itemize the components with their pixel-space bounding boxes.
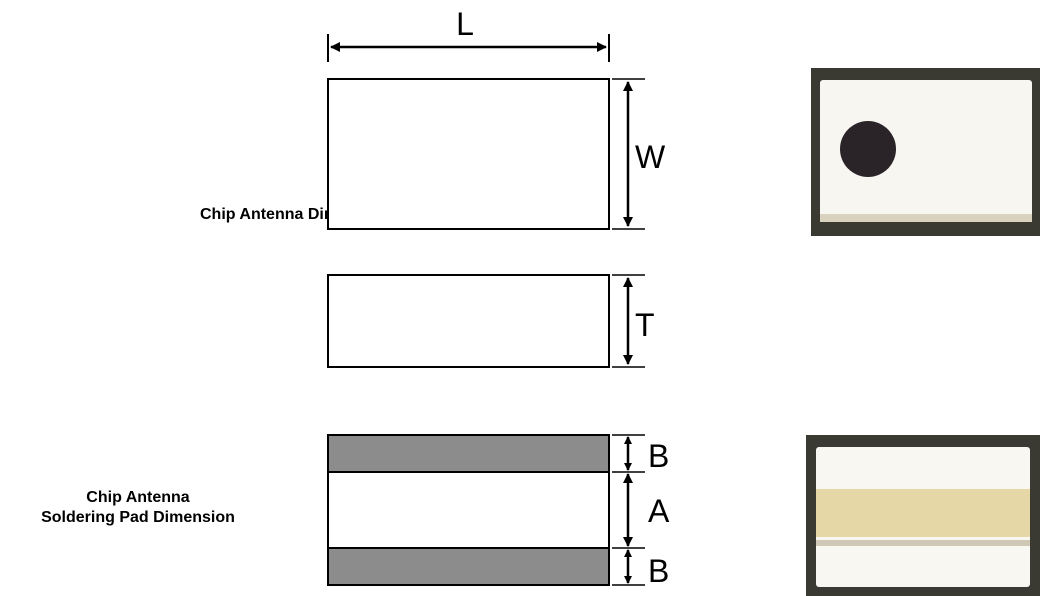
pad-b-bottom-label: B — [648, 553, 669, 589]
pad-bottom — [327, 547, 610, 586]
chip-top-view — [327, 78, 610, 230]
pad-gold-strip — [816, 489, 1030, 537]
width-label: W — [635, 139, 666, 175]
chip-side-view — [327, 274, 610, 368]
pad-a-label: A — [648, 493, 670, 529]
pad-b-top-label: B — [648, 438, 669, 474]
orientation-dot — [840, 121, 896, 177]
chip-bottom-photo — [806, 435, 1040, 596]
soldering-pad-caption-line2: Soldering Pad Dimension — [41, 509, 235, 526]
thickness-label: T — [635, 307, 655, 343]
soldering-pad-view — [327, 434, 610, 586]
pad-dimensions: B A B — [612, 434, 670, 589]
thickness-dimension: T — [612, 274, 655, 368]
soldering-pad-caption-line1: Chip Antenna — [86, 489, 190, 506]
soldering-pad-dimension-caption: Chip Antenna Soldering Pad Dimension — [0, 488, 276, 528]
chip-top-photo — [811, 68, 1040, 236]
width-dimension: W — [612, 78, 666, 230]
length-dimension: L — [327, 6, 610, 62]
pad-top — [327, 434, 610, 473]
length-label: L — [456, 6, 474, 42]
